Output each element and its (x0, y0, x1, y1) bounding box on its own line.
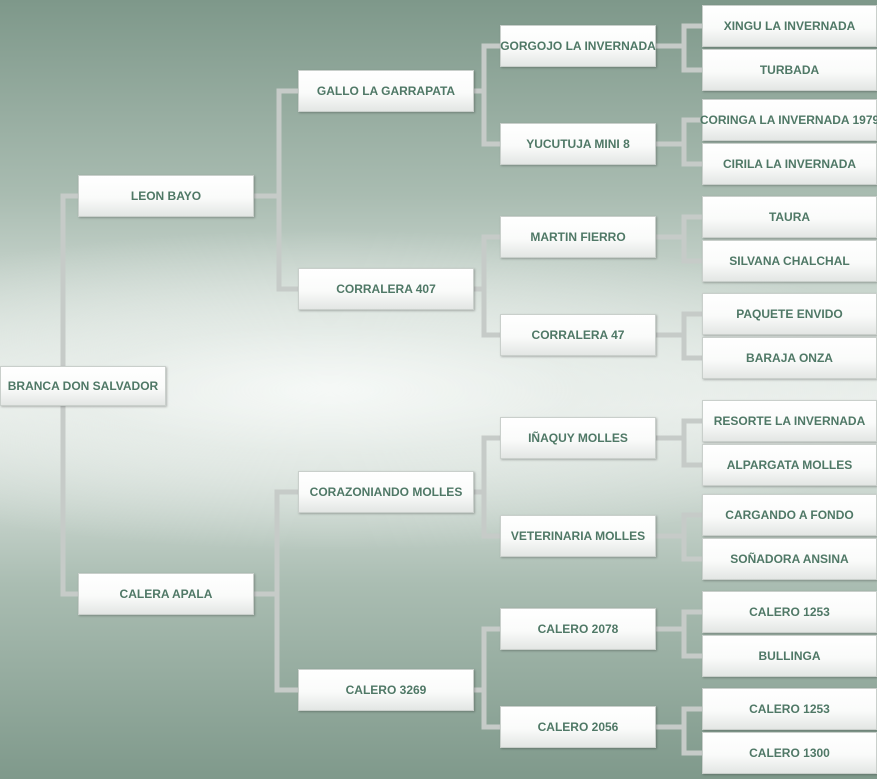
connector-dam-branch (274, 489, 298, 693)
pedigree-node-gen3[interactable]: YUCUTUJA MINI 8 (500, 123, 656, 165)
connector-g2-4-branch (481, 626, 500, 730)
pedigree-node-dam-dam[interactable]: CALERO 3269 (298, 669, 474, 711)
connector-g3-1-branch (681, 23, 702, 73)
connector-g2-3-branch (481, 435, 500, 539)
pedigree-node-sire[interactable]: LEON BAYO (78, 175, 254, 217)
pedigree-node-gen3[interactable]: CALERO 2078 (500, 608, 656, 650)
pedigree-node-gen3[interactable]: VETERINARIA MOLLES (500, 515, 656, 557)
pedigree-node-gen4[interactable]: TURBADA (702, 49, 877, 91)
connector-g3-6-branch (681, 512, 702, 562)
connector-g3-7-branch (681, 609, 702, 659)
pedigree-node-gen3[interactable]: CORRALERA 47 (500, 314, 656, 356)
connector-sire-branch (276, 88, 298, 292)
pedigree-node-root[interactable]: BRANCA DON SALVADOR (0, 366, 166, 406)
pedigree-node-gen4[interactable]: XINGU LA INVERNADA (702, 5, 877, 47)
pedigree-node-gen3[interactable]: GORGOJO LA INVERNADA (500, 25, 656, 67)
connector-g3-2-branch (681, 117, 702, 167)
pedigree-node-gen4[interactable]: RESORTE LA INVERNADA (702, 400, 877, 442)
pedigree-node-gen4[interactable]: SOÑADORA ANSINA (702, 538, 877, 580)
pedigree-node-gen4[interactable]: ALPARGATA MOLLES (702, 444, 877, 486)
pedigree-node-gen4[interactable]: PAQUETE ENVIDO (702, 293, 877, 335)
connector-root-sire (60, 193, 78, 366)
connector-g2-2-branch (481, 234, 500, 338)
pedigree-node-gen3[interactable]: MARTIN FIERRO (500, 216, 656, 258)
pedigree-node-gen4[interactable]: CALERO 1253 (702, 688, 877, 730)
pedigree-node-gen4[interactable]: SILVANA CHALCHAL (702, 240, 877, 282)
pedigree-node-gen4[interactable]: BARAJA ONZA (702, 337, 877, 379)
pedigree-node-gen4[interactable]: BULLINGA (702, 635, 877, 677)
pedigree-node-gen4[interactable]: CALERO 1253 (702, 591, 877, 633)
pedigree-node-gen4[interactable]: CIRILA LA INVERNADA (702, 143, 877, 185)
pedigree-node-gen3[interactable]: IÑAQUY MOLLES (500, 417, 656, 459)
connector-g3-3-branch (681, 214, 702, 264)
pedigree-node-dam-sire[interactable]: CORAZONIANDO MOLLES (298, 471, 474, 513)
pedigree-node-sire-dam[interactable]: CORRALERA 407 (298, 268, 474, 310)
pedigree-node-gen4[interactable]: CARGANDO A FONDO (702, 494, 877, 536)
pedigree-node-gen4[interactable]: CORINGA LA INVERNADA 1979 (700, 99, 877, 141)
connector-g3-8-branch (681, 706, 702, 756)
pedigree-node-gen3[interactable]: CALERO 2056 (500, 706, 656, 748)
connector-root-dam (60, 406, 78, 597)
connector-g2-1-branch (481, 43, 500, 147)
pedigree-node-dam[interactable]: CALERA APALA (78, 573, 254, 615)
connector-g3-5-branch (681, 418, 702, 468)
pedigree-node-gen4[interactable]: CALERO 1300 (702, 732, 877, 774)
pedigree-node-sire-sire[interactable]: GALLO LA GARRAPATA (298, 70, 474, 112)
connector-g3-4-branch (681, 311, 702, 361)
pedigree-node-gen4[interactable]: TAURA (702, 196, 877, 238)
